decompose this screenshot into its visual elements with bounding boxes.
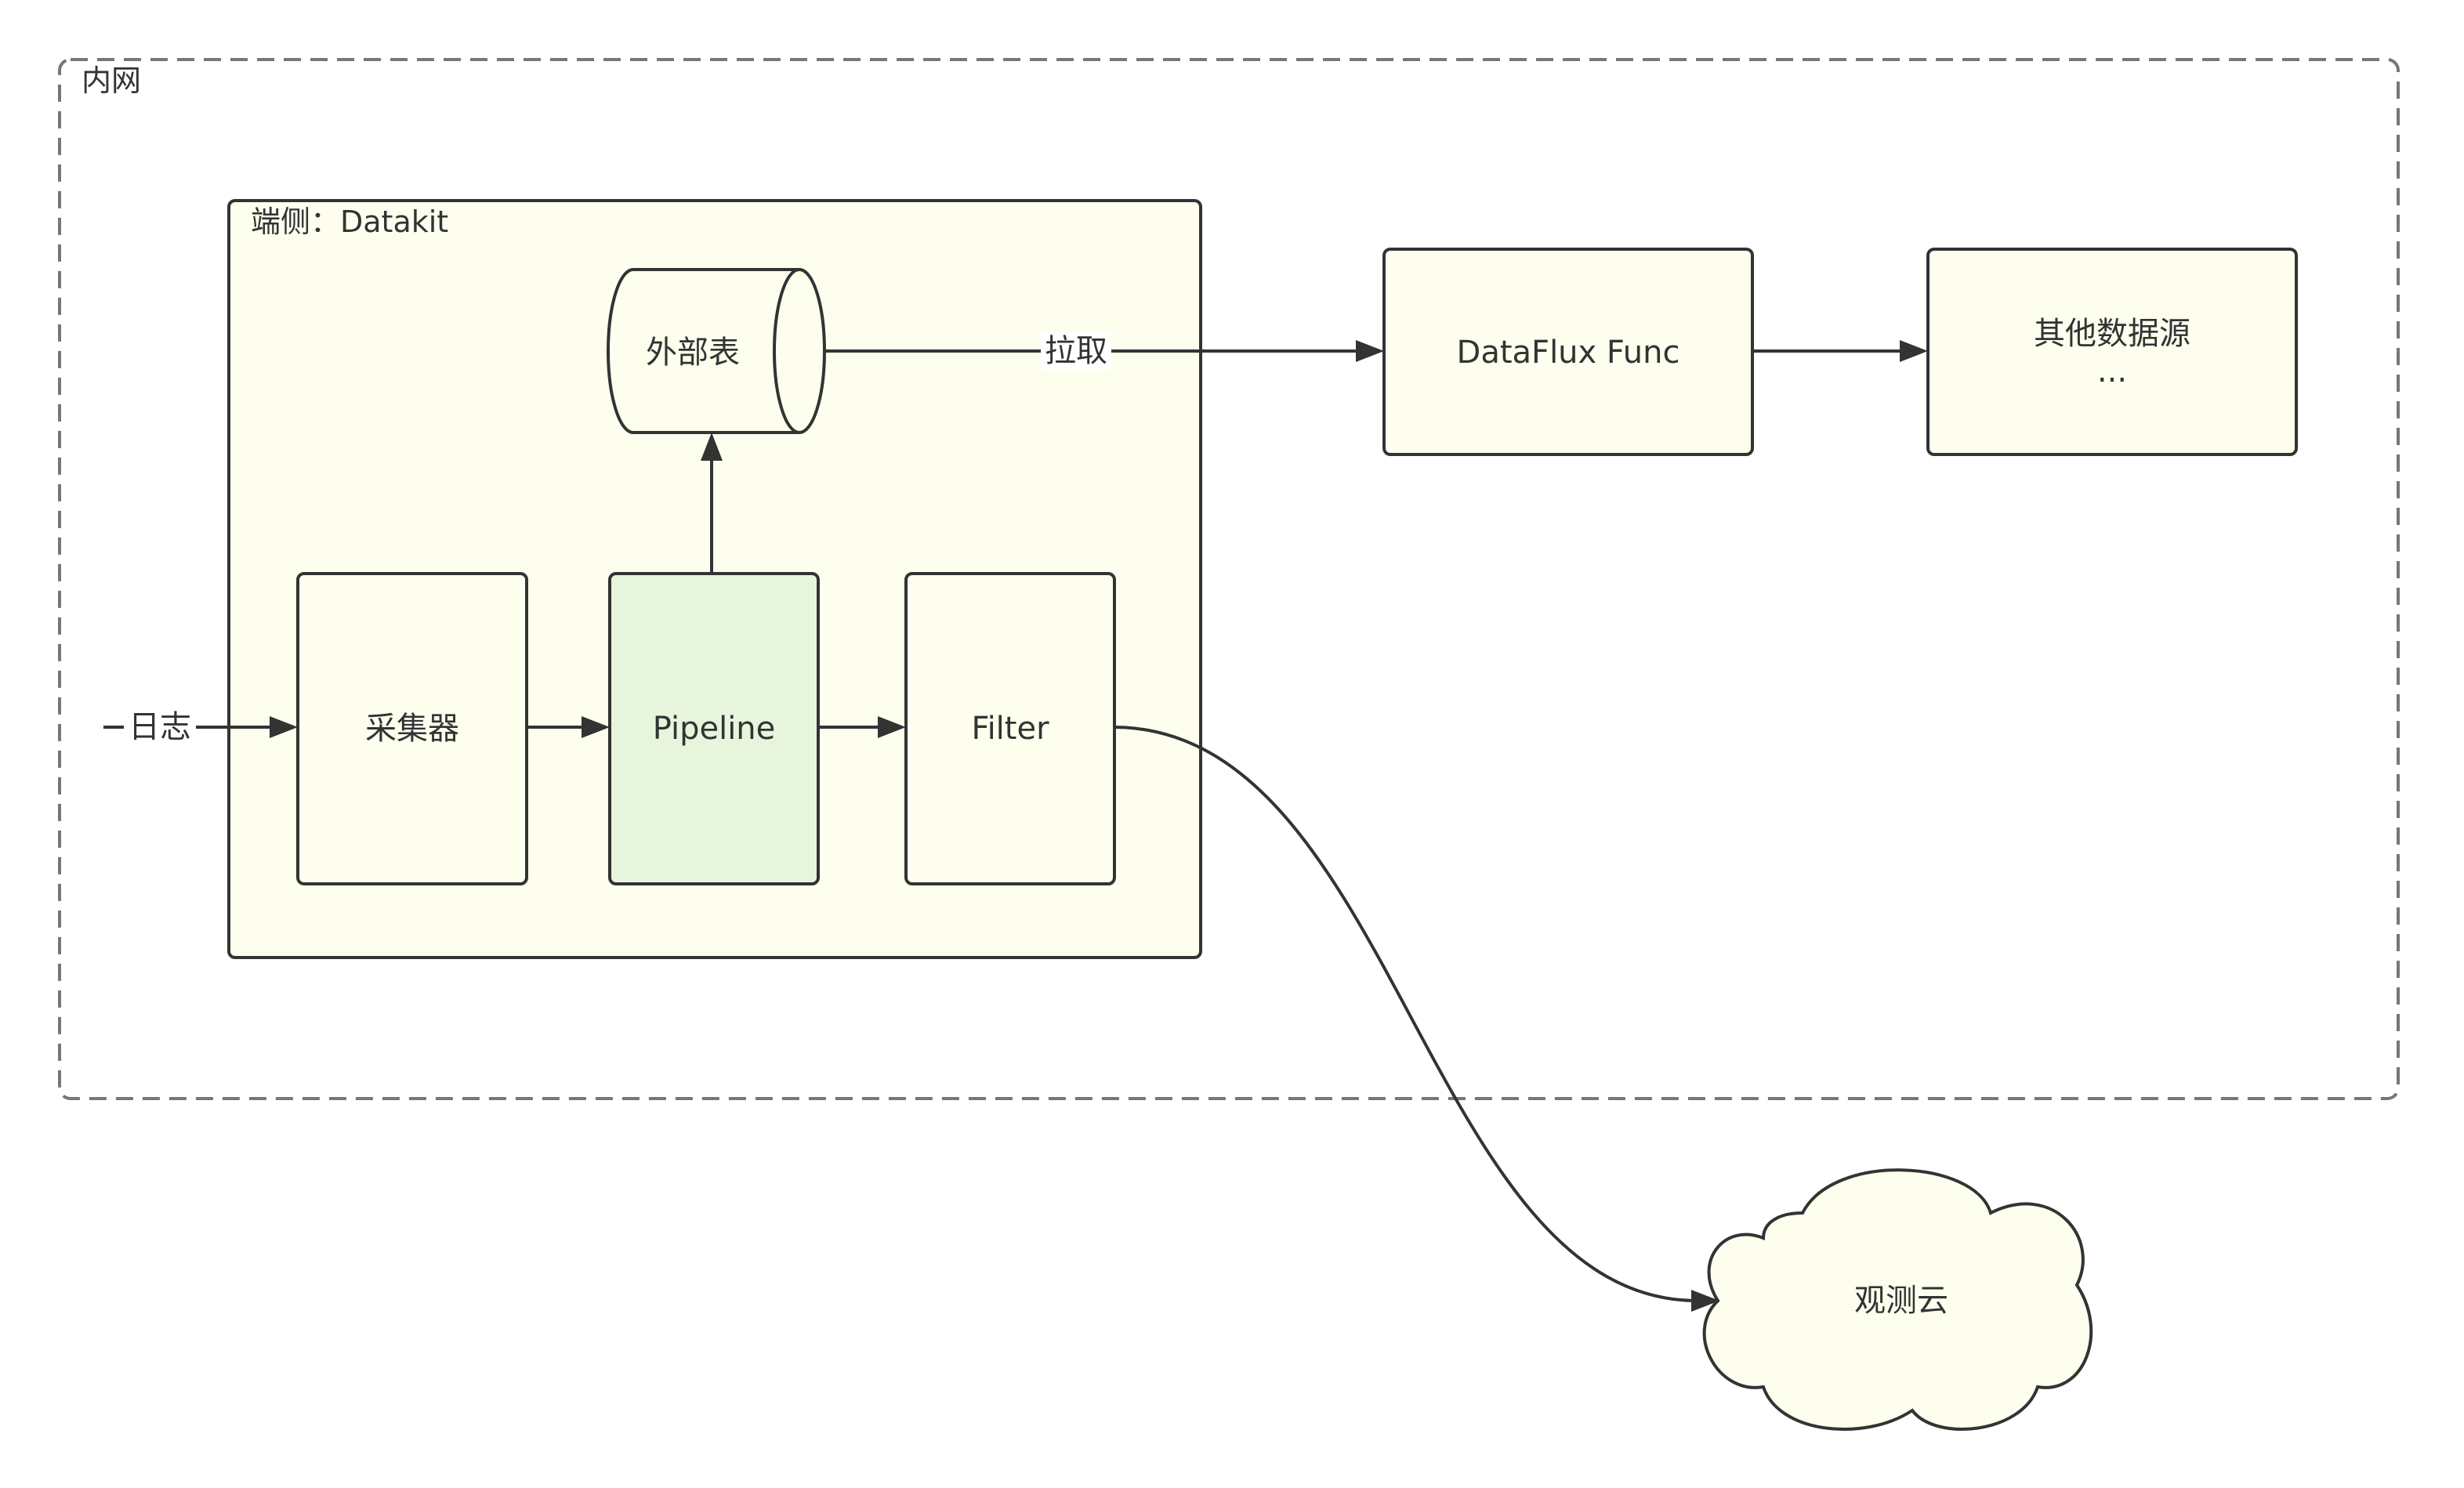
dataflux-func-label: DataFlux Func (1457, 335, 1680, 371)
intranet-label: 内网 (82, 63, 141, 98)
edge-dataflux-func-to-other-sources (1752, 340, 1928, 362)
other-sources-node (1926, 248, 2298, 456)
edge-logs-to-collector: 日志 (103, 709, 298, 746)
edge-pull-label: 拉取 (1045, 333, 1107, 369)
guance-cloud-node: 观测云 (1702, 1168, 2093, 1431)
collector-label: 采集器 (365, 711, 459, 747)
pipeline-label: Pipeline (653, 711, 776, 747)
edge-external-table-to-dataflux-func: 拉取 (824, 332, 1384, 370)
edge-logs-label: 日志 (129, 709, 191, 745)
intranet-group (58, 58, 2400, 1100)
guance-cloud-label: 观测云 (1854, 1283, 1948, 1319)
edge-pipeline-to-filter (818, 716, 906, 738)
filter-label: Filter (971, 711, 1049, 747)
external-table-node: 外部表 (607, 268, 826, 434)
external-table-label: 外部表 (646, 335, 740, 371)
other-sources-label-line1: 其他数据源 (2034, 316, 2190, 352)
edge-filter-to-guance-cloud (1114, 726, 1719, 1312)
endpoint-label: 端侧：Datakit (251, 205, 448, 239)
edge-collector-to-pipeline (527, 716, 610, 738)
other-sources-label-line2: ... (2097, 353, 2127, 389)
edge-pipeline-to-external-table (701, 433, 723, 574)
